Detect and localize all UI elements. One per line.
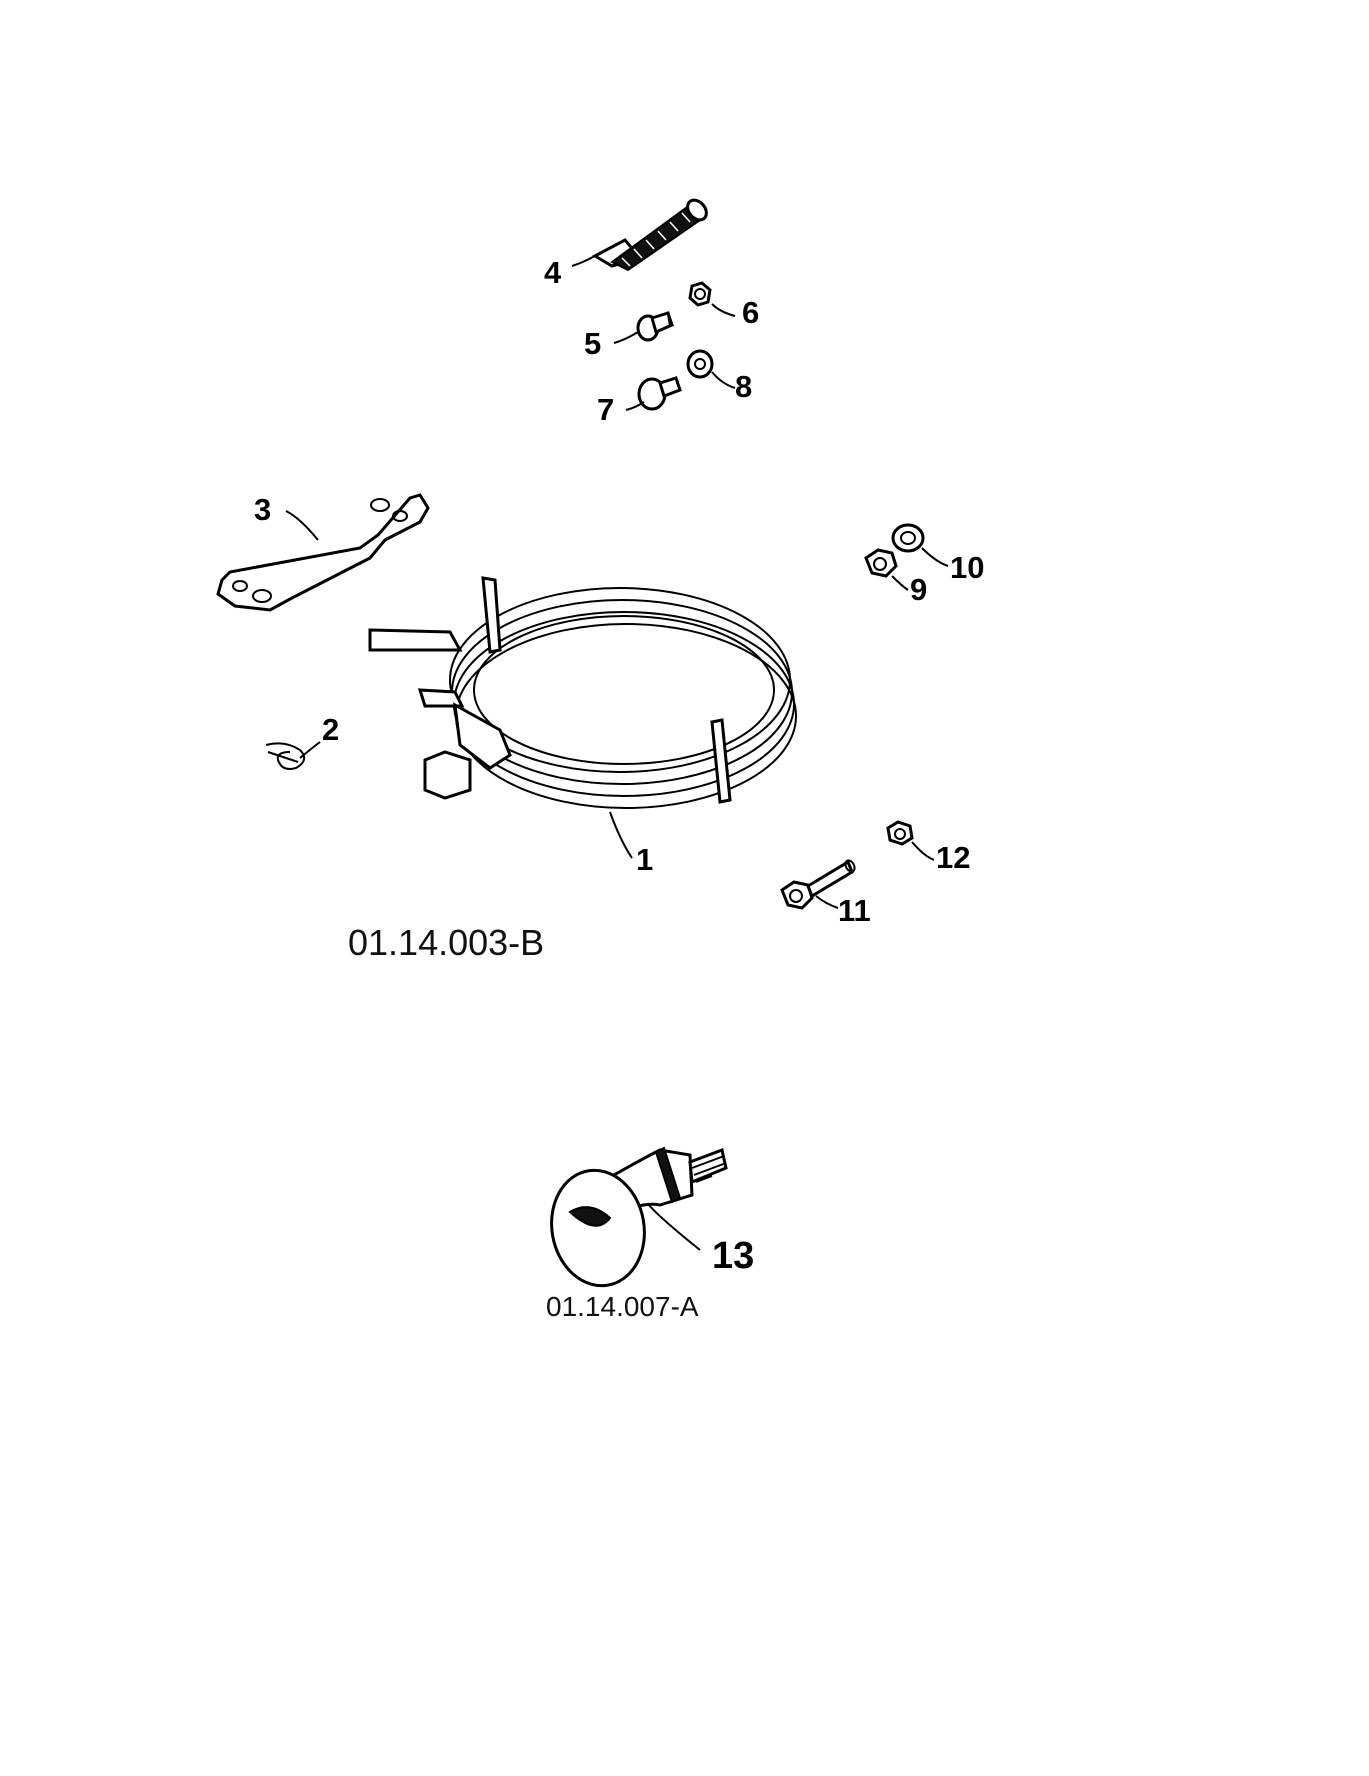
callout-6: 6 — [742, 295, 759, 330]
figure-code-upper: 01.14.003-B — [348, 922, 544, 963]
callout-13: 13 — [712, 1235, 754, 1277]
leader-line — [571, 252, 601, 267]
rivet-icon — [637, 376, 682, 411]
screw-icon — [636, 311, 674, 342]
leader-line — [711, 303, 736, 317]
knob-icon — [550, 1146, 728, 1288]
callout-3: 3 — [254, 492, 271, 527]
callout-7: 7 — [597, 392, 614, 427]
heating-element-coil-icon — [368, 576, 797, 809]
callout-8: 8 — [735, 369, 752, 404]
leader-line — [609, 811, 633, 859]
nut-icon — [688, 281, 712, 307]
nut-icon — [886, 820, 914, 846]
callout-2: 2 — [322, 712, 339, 747]
leader-line — [299, 741, 321, 759]
washer-icon — [686, 349, 714, 379]
cotter-clip-icon — [265, 742, 306, 770]
leader-line — [921, 547, 949, 567]
leader-line — [613, 331, 639, 344]
leader-line — [647, 1203, 701, 1251]
callout-5: 5 — [584, 326, 601, 361]
leader-line — [891, 575, 909, 591]
leader-line — [285, 510, 319, 541]
leader-line — [911, 841, 935, 861]
flat-washer-icon — [891, 523, 925, 553]
callout-1: 1 — [636, 842, 653, 877]
hex-nut-icon — [864, 548, 898, 578]
callout-11: 11 — [838, 893, 871, 928]
spring-icon — [591, 198, 708, 272]
leader-line — [815, 895, 839, 909]
mounting-bracket-icon — [216, 493, 430, 612]
bolt-icon — [780, 859, 856, 910]
leader-line — [625, 401, 645, 411]
callout-4: 4 — [544, 255, 562, 290]
callout-10: 10 — [950, 550, 984, 585]
callout-9: 9 — [910, 572, 927, 607]
figure-code-lower: 01.14.007-A — [546, 1291, 699, 1322]
callout-12: 12 — [936, 840, 970, 875]
leader-line — [711, 371, 736, 389]
